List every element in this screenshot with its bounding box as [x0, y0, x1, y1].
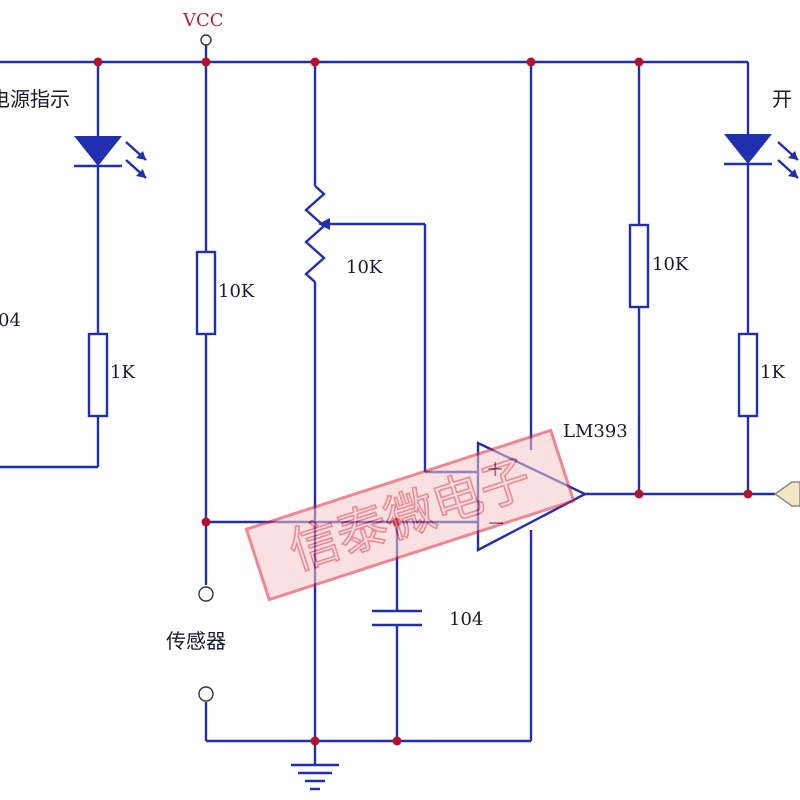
left-edge-partial-label: 04 [0, 310, 21, 331]
sensor-label: 传感器 [166, 629, 226, 653]
switch-indicator-label: 开 [772, 87, 792, 111]
capacitor-104 [372, 609, 422, 627]
led-switch-indicator [724, 134, 799, 179]
watermark-stamp: 信泰微电子 [244, 428, 576, 602]
sensor-terminal-bottom [198, 686, 214, 702]
capacitor-label: 104 [449, 609, 483, 630]
potentiometer-wiper-arrow [318, 218, 330, 230]
r-right-label: 10K [652, 254, 689, 275]
resistor-r-left-10k [195, 250, 217, 336]
resistor-r-right-10k [628, 223, 650, 309]
r-led-right-label: 1K [760, 362, 785, 383]
watermark-text: 信泰微电子 [282, 449, 538, 581]
led-power-indicator [74, 136, 147, 179]
r-left-label: 10K [218, 281, 255, 302]
output-terminal [773, 481, 800, 507]
comparator-label: LM393 [563, 421, 628, 442]
r-led-left-label: 1K [110, 362, 135, 383]
potentiometer-zigzag [304, 185, 326, 283]
resistor-r-led-right-1k [737, 332, 759, 418]
power-indicator-label: 电源指示 [0, 87, 70, 111]
vcc-terminal [200, 34, 212, 46]
ground-symbol [291, 763, 339, 791]
resistor-r-led-left-1k [87, 332, 109, 418]
pot-label: 10K [346, 257, 383, 278]
vcc-label: VCC [182, 10, 224, 31]
sensor-terminal-top [198, 586, 214, 602]
wires [0, 45, 775, 765]
